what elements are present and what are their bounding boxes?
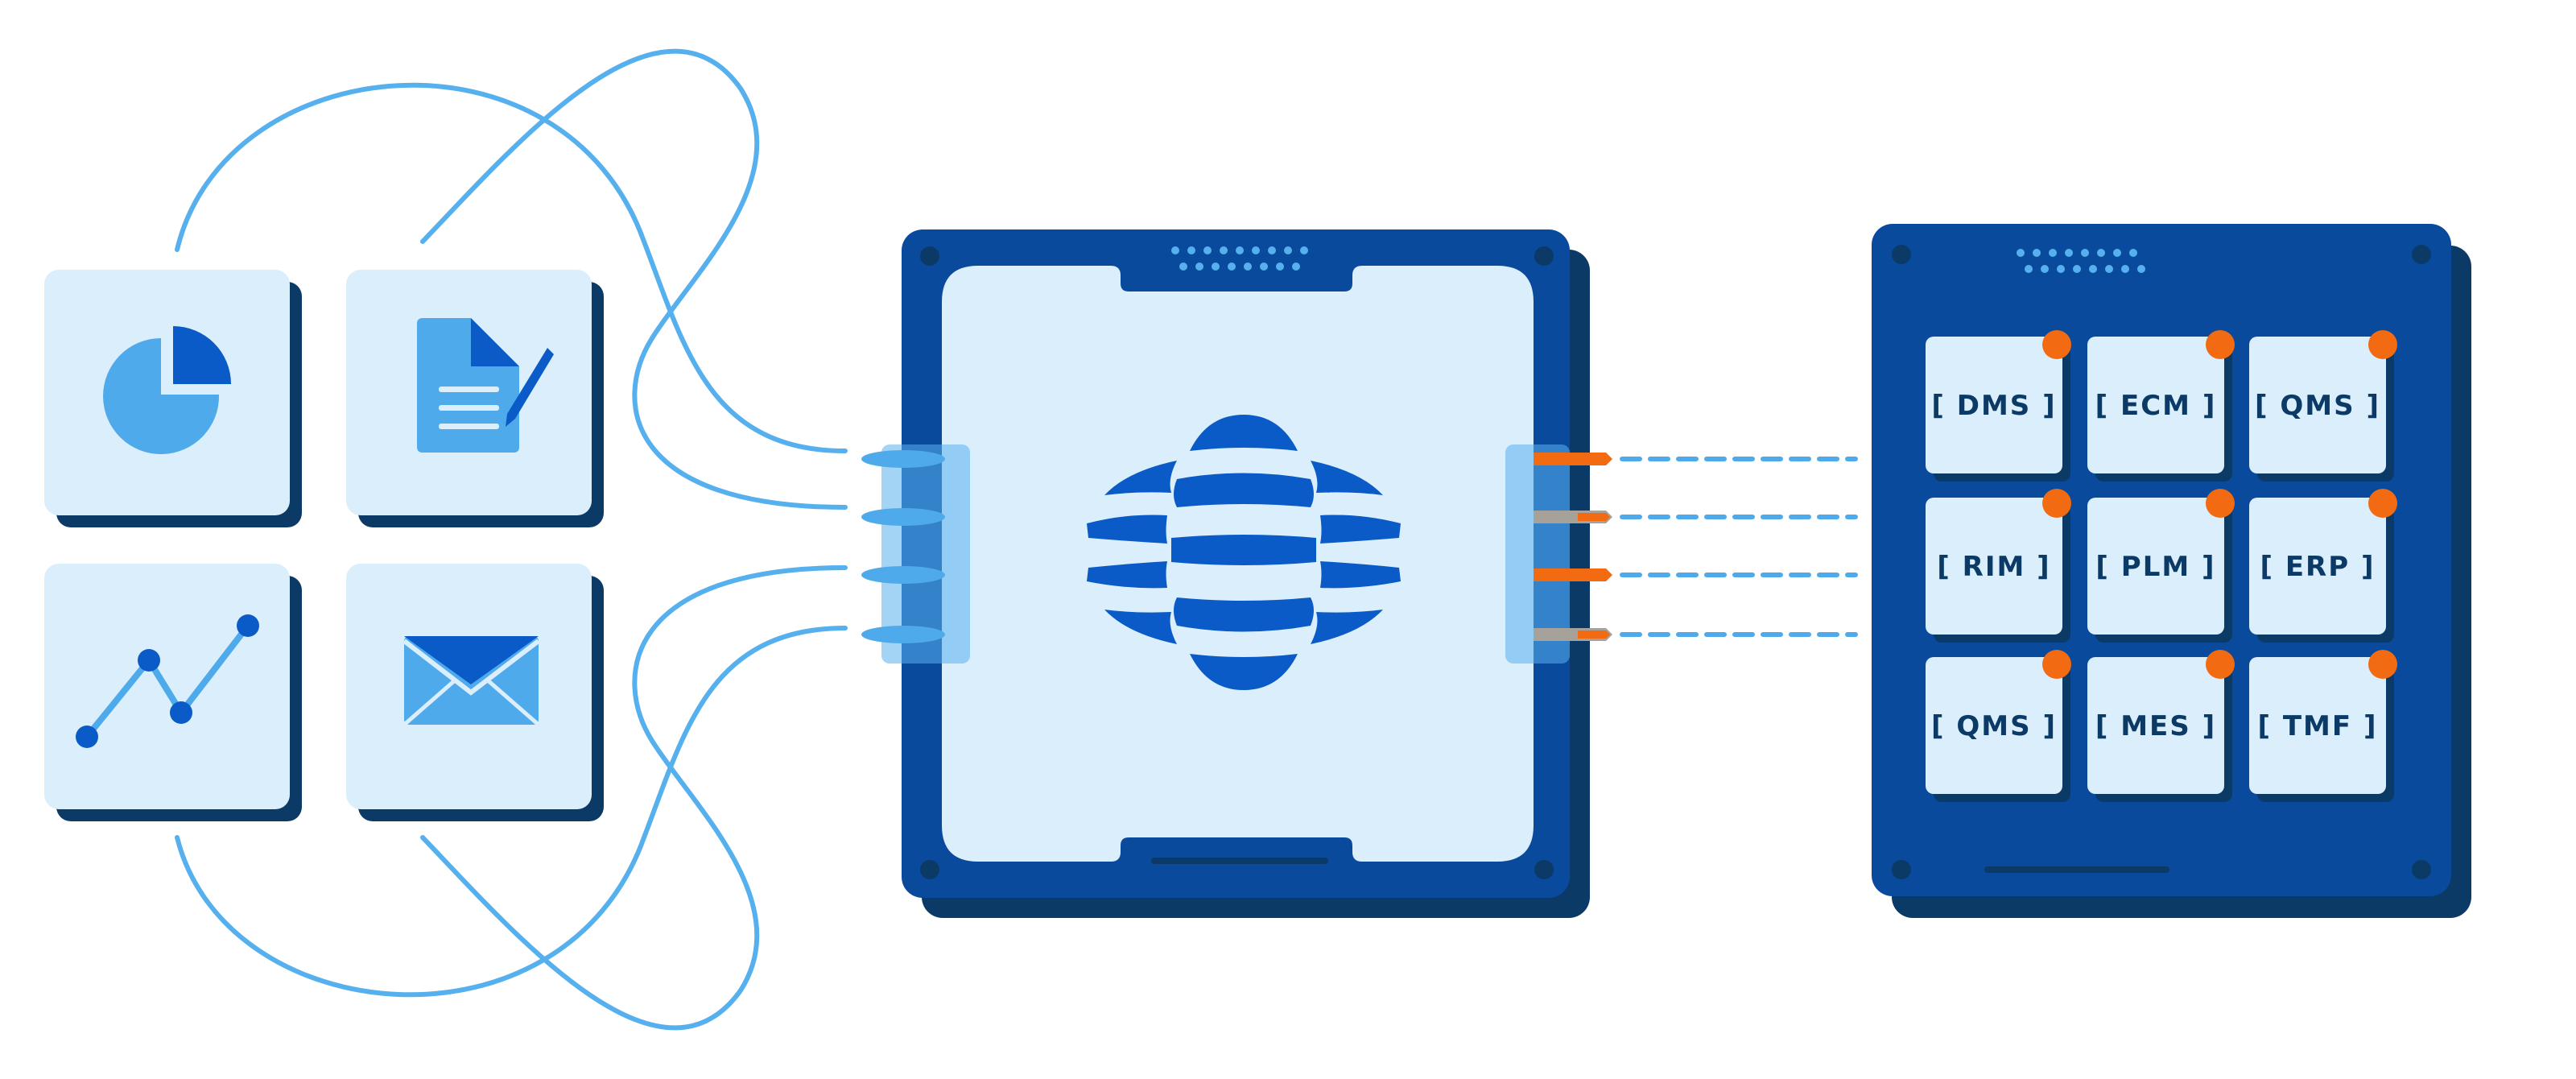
status-dot — [2368, 330, 2397, 359]
status-dot — [2368, 489, 2397, 518]
status-dot — [2042, 489, 2071, 518]
mail-icon — [402, 636, 540, 726]
modules-vent-dots — [2017, 249, 2145, 273]
status-dot — [2206, 650, 2235, 679]
module-label: [ TMF ] — [2257, 710, 2377, 742]
wire-top-1 — [175, 82, 848, 453]
module-tile-rim: [ RIM ] — [1926, 489, 2071, 643]
hub-vent-dots — [1171, 246, 1308, 271]
wire-bottom-1 — [420, 565, 848, 1031]
module-tile-mes: [ MES ] — [2087, 650, 2235, 802]
status-dot — [2042, 650, 2071, 679]
status-dot — [2042, 330, 2071, 359]
hub-board — [861, 229, 1612, 918]
globe-hub-icon — [1087, 415, 1401, 690]
wire-top-2 — [420, 48, 848, 510]
source-tile-charts — [44, 270, 302, 527]
module-label: [ MES ] — [2095, 710, 2216, 742]
line-chart-icon — [76, 614, 259, 748]
document-edit-icon — [417, 318, 554, 453]
module-label: [ ERP ] — [2260, 551, 2375, 583]
source-tile-documents — [346, 270, 604, 527]
module-label: [ PLM ] — [2095, 551, 2215, 583]
module-tile-qms-2: [ QMS ] — [1926, 650, 2071, 802]
status-dot — [2368, 650, 2397, 679]
hub-input-connector — [861, 444, 970, 664]
module-tile-ecm: [ ECM ] — [2087, 330, 2235, 482]
module-tile-plm: [ PLM ] — [2087, 489, 2235, 643]
source-tiles — [44, 270, 604, 821]
module-label: [ RIM ] — [1937, 551, 2050, 583]
module-tile-dms: [ DMS ] — [1926, 330, 2071, 482]
module-label: [ QMS ] — [1931, 710, 2057, 742]
module-label: [ DMS ] — [1931, 390, 2056, 422]
source-wires — [175, 48, 848, 1031]
module-tile-erp: [ ERP ] — [2249, 489, 2397, 643]
module-tile-qms: [ QMS ] — [2249, 330, 2397, 482]
source-tile-mail — [346, 564, 604, 821]
hub-output-connector — [1505, 444, 1612, 664]
status-dot — [2206, 330, 2235, 359]
modules-board: [ DMS ] [ ECM ] [ QMS ] [ RIM ] [ PLM ] — [1872, 224, 2471, 918]
module-label: [ QMS ] — [2255, 390, 2380, 422]
module-tile-tmf: [ TMF ] — [2249, 650, 2397, 802]
pie-chart-icon — [103, 326, 231, 455]
wire-bottom-2 — [175, 626, 848, 998]
module-label: [ ECM ] — [2095, 390, 2217, 422]
output-links — [1620, 457, 1858, 637]
status-dot — [2206, 489, 2235, 518]
source-tile-analytics — [44, 564, 302, 821]
